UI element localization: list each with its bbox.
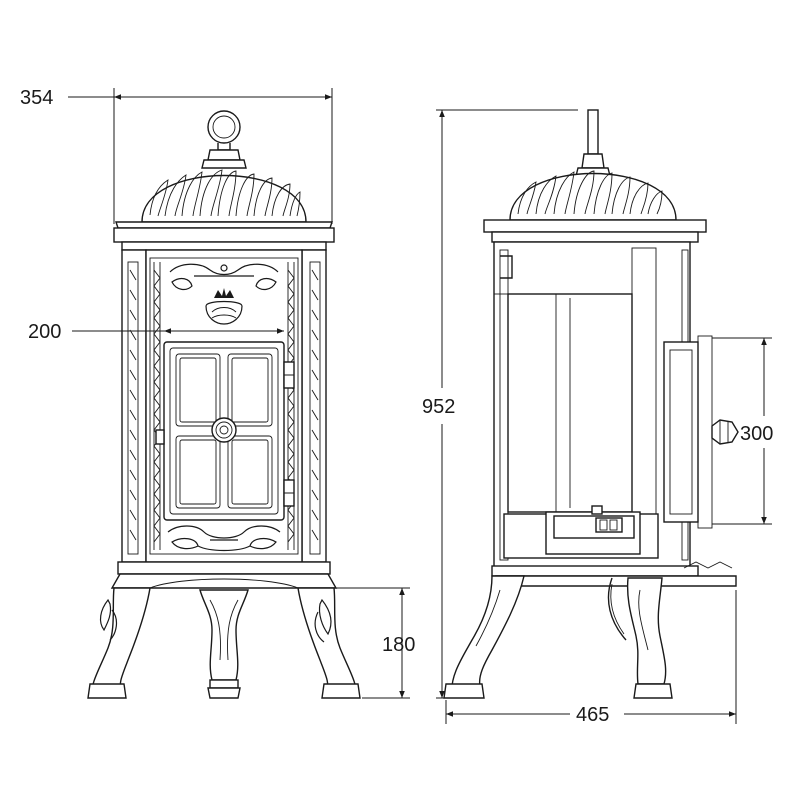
side-base: [491, 565, 699, 577]
dome-flutes: [149, 169, 301, 217]
bottom-ornament: [167, 525, 281, 552]
crest-emblem: [205, 288, 243, 325]
finial-ring: [207, 110, 241, 144]
base-plinth: [117, 561, 331, 575]
dim-door-width: 200: [28, 321, 61, 343]
top-cap: [113, 227, 335, 243]
front-dome: [141, 174, 307, 223]
flue-pipe: [587, 109, 599, 155]
dim-door-height: 300: [740, 423, 773, 445]
dim-total-height: 952: [422, 396, 455, 418]
side-door: [663, 341, 699, 523]
side-view: [443, 109, 739, 699]
dim-depth: 465: [576, 704, 609, 726]
right-column: [301, 249, 327, 563]
side-top-cap: [483, 219, 707, 233]
dimension-lines: [68, 88, 772, 724]
front-legs: [87, 587, 361, 699]
side-legs: [443, 575, 673, 699]
dim-leg-height: 180: [382, 634, 415, 656]
door-knob: [211, 417, 237, 443]
front-view: [87, 110, 361, 699]
dim-front-width: 354: [20, 87, 53, 109]
side-dome: [509, 172, 677, 221]
top-ornament: [169, 263, 279, 291]
side-door-knob: [711, 419, 739, 445]
